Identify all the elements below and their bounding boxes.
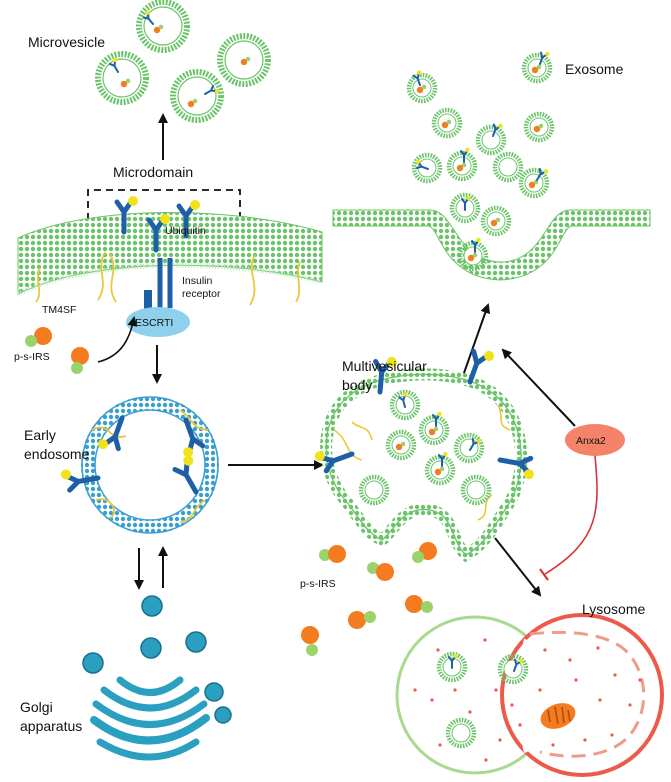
label-microdomain: Microdomain: [113, 164, 193, 180]
microvesicle-group: [98, 2, 268, 120]
microvesicle: [173, 72, 221, 120]
label-golgi-2: apparatus: [20, 718, 82, 734]
plasma-membrane: [16, 196, 323, 310]
tm4sf-protein: [249, 254, 256, 306]
exosome-group: [409, 48, 552, 269]
lysosome-enzymes: [413, 638, 642, 762]
label-exosome: Exosome: [565, 61, 624, 77]
label-insulin-receptor-1: Insulin: [182, 275, 213, 287]
label-golgi-1: Golgi: [20, 699, 53, 715]
microvesicle: [220, 36, 268, 84]
tm4sf-protein: [35, 267, 41, 303]
label-psirs-right: p-s-IRS: [300, 578, 336, 590]
label-microvesicle: Microvesicle: [28, 34, 105, 50]
anxa2-node: [565, 424, 625, 456]
label-early-endosome-1: Early: [24, 427, 56, 443]
label-anxa2: Anxa2: [576, 435, 606, 447]
label-ubiquitin: Ubiquitin: [165, 225, 206, 237]
label-psirs-left: p-s-IRS: [14, 351, 50, 363]
multivesicular-body: [313, 346, 536, 563]
microvesicle: [98, 54, 146, 102]
label-early-endosome-2: endosome: [24, 446, 90, 462]
arrow-icon: [97, 316, 138, 363]
arrow-icon: [501, 348, 576, 427]
microvesicle: [139, 2, 187, 50]
label-tm4sf: TM4SF: [42, 304, 76, 316]
psirs-cluster-right: [301, 542, 437, 656]
tm4sf-protein: [97, 251, 117, 303]
label-escrt: ESCRTI: [135, 317, 173, 329]
escrt-complex: [126, 307, 190, 337]
arrow-icon: [494, 537, 542, 597]
tm4sf-protein: [295, 261, 301, 303]
early-endosome: [60, 396, 219, 534]
label-mvb-2: body: [342, 377, 372, 393]
inhibition-bar: [539, 568, 549, 581]
label-mvb-1: Multivesicular: [342, 358, 427, 374]
psirs-cluster-left: [25, 327, 89, 374]
mitochondrion-icon: [540, 703, 576, 729]
label-insulin-receptor-2: receptor: [182, 288, 221, 300]
golgi-apparatus: [82, 595, 232, 761]
label-lysosome: Lysosome: [582, 601, 646, 617]
lysosome: [395, 613, 664, 777]
inhibition-arrow-icon: [544, 455, 598, 575]
